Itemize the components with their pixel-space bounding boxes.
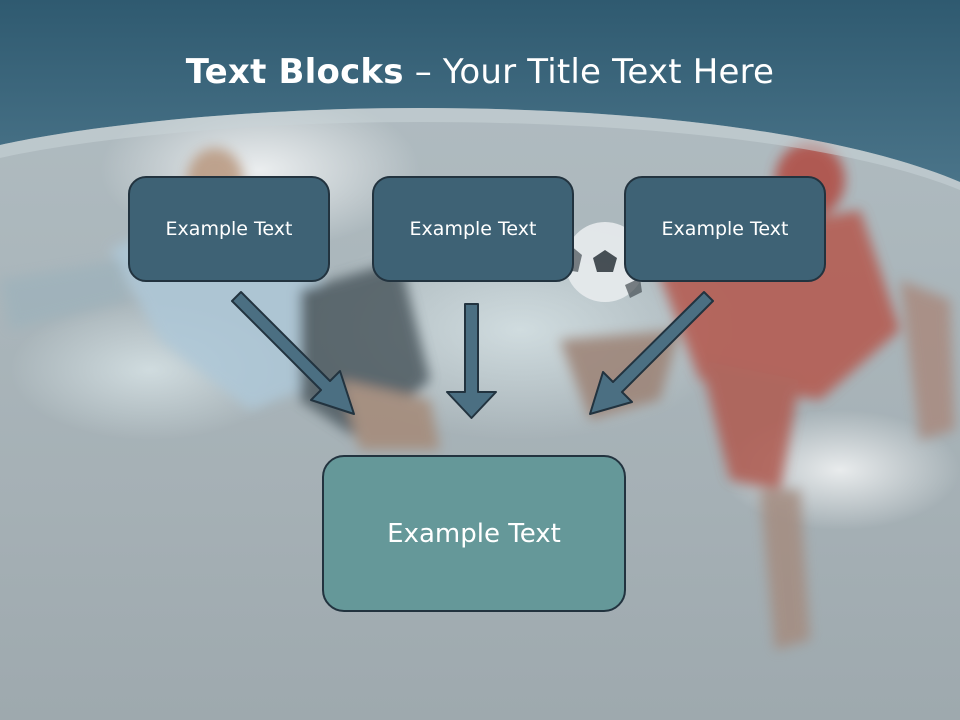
text-block-1-label: Example Text <box>165 218 293 240</box>
text-block-main[interactable]: Example Text <box>322 455 626 612</box>
text-block-3[interactable]: Example Text <box>624 176 826 282</box>
text-block-1[interactable]: Example Text <box>128 176 330 282</box>
title-bold: Text Blocks <box>185 52 404 92</box>
title-rest: Your Title Text Here <box>442 52 775 92</box>
arrow-right-icon <box>589 291 714 415</box>
text-block-main-label: Example Text <box>387 518 561 549</box>
text-block-2[interactable]: Example Text <box>372 176 574 282</box>
page-title: Text Blocks – Your Title Text Here <box>0 52 960 92</box>
arrow-down-icon <box>446 303 497 419</box>
text-block-2-label: Example Text <box>409 218 537 240</box>
text-block-3-label: Example Text <box>661 218 789 240</box>
arrow-left-icon <box>231 291 355 415</box>
title-dash: – <box>403 52 443 92</box>
